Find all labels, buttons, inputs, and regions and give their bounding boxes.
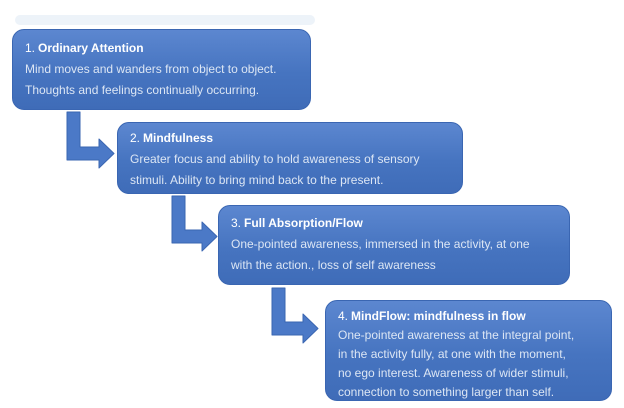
stage-heading: 3.Full Absorption/Flow xyxy=(231,213,557,234)
elbow-arrow-1-icon xyxy=(66,111,115,169)
stage-body: One-pointed awareness at the integral po… xyxy=(338,328,575,399)
stage-title: Mindfulness xyxy=(143,131,214,145)
elbow-arrow-2-icon xyxy=(171,195,218,252)
stage-number: 2. xyxy=(130,131,141,145)
stage-heading: 4.MindFlow: mindfulness in flow xyxy=(338,307,599,326)
stage-body: Mind moves and wanders from object to ob… xyxy=(25,62,277,97)
stage-number: 4. xyxy=(338,309,349,323)
faint-shape-remnant xyxy=(15,15,315,25)
stage-box-ordinary-attention: 1.Ordinary Attention Mind moves and wand… xyxy=(12,29,311,110)
stage-box-full-absorption-flow: 3.Full Absorption/Flow One-pointed aware… xyxy=(218,205,570,285)
stage-body: One-pointed awareness, immersed in the a… xyxy=(231,237,530,272)
elbow-arrow-3-icon xyxy=(271,287,319,344)
stage-title: Ordinary Attention xyxy=(38,41,144,55)
stage-box-mindfulness: 2.Mindfulness Greater focus and ability … xyxy=(117,122,463,194)
stage-body: Greater focus and ability to hold awaren… xyxy=(130,152,420,187)
stage-heading: 2.Mindfulness xyxy=(130,128,450,149)
stage-box-mindflow: 4.MindFlow: mindfulness in flow One-poin… xyxy=(325,300,612,401)
stage-number: 1. xyxy=(25,41,36,55)
stage-heading: 1.Ordinary Attention xyxy=(25,38,298,59)
stage-number: 3. xyxy=(231,216,242,230)
stage-title: Full Absorption/Flow xyxy=(244,216,363,230)
stage-title: MindFlow: mindfulness in flow xyxy=(351,309,526,323)
